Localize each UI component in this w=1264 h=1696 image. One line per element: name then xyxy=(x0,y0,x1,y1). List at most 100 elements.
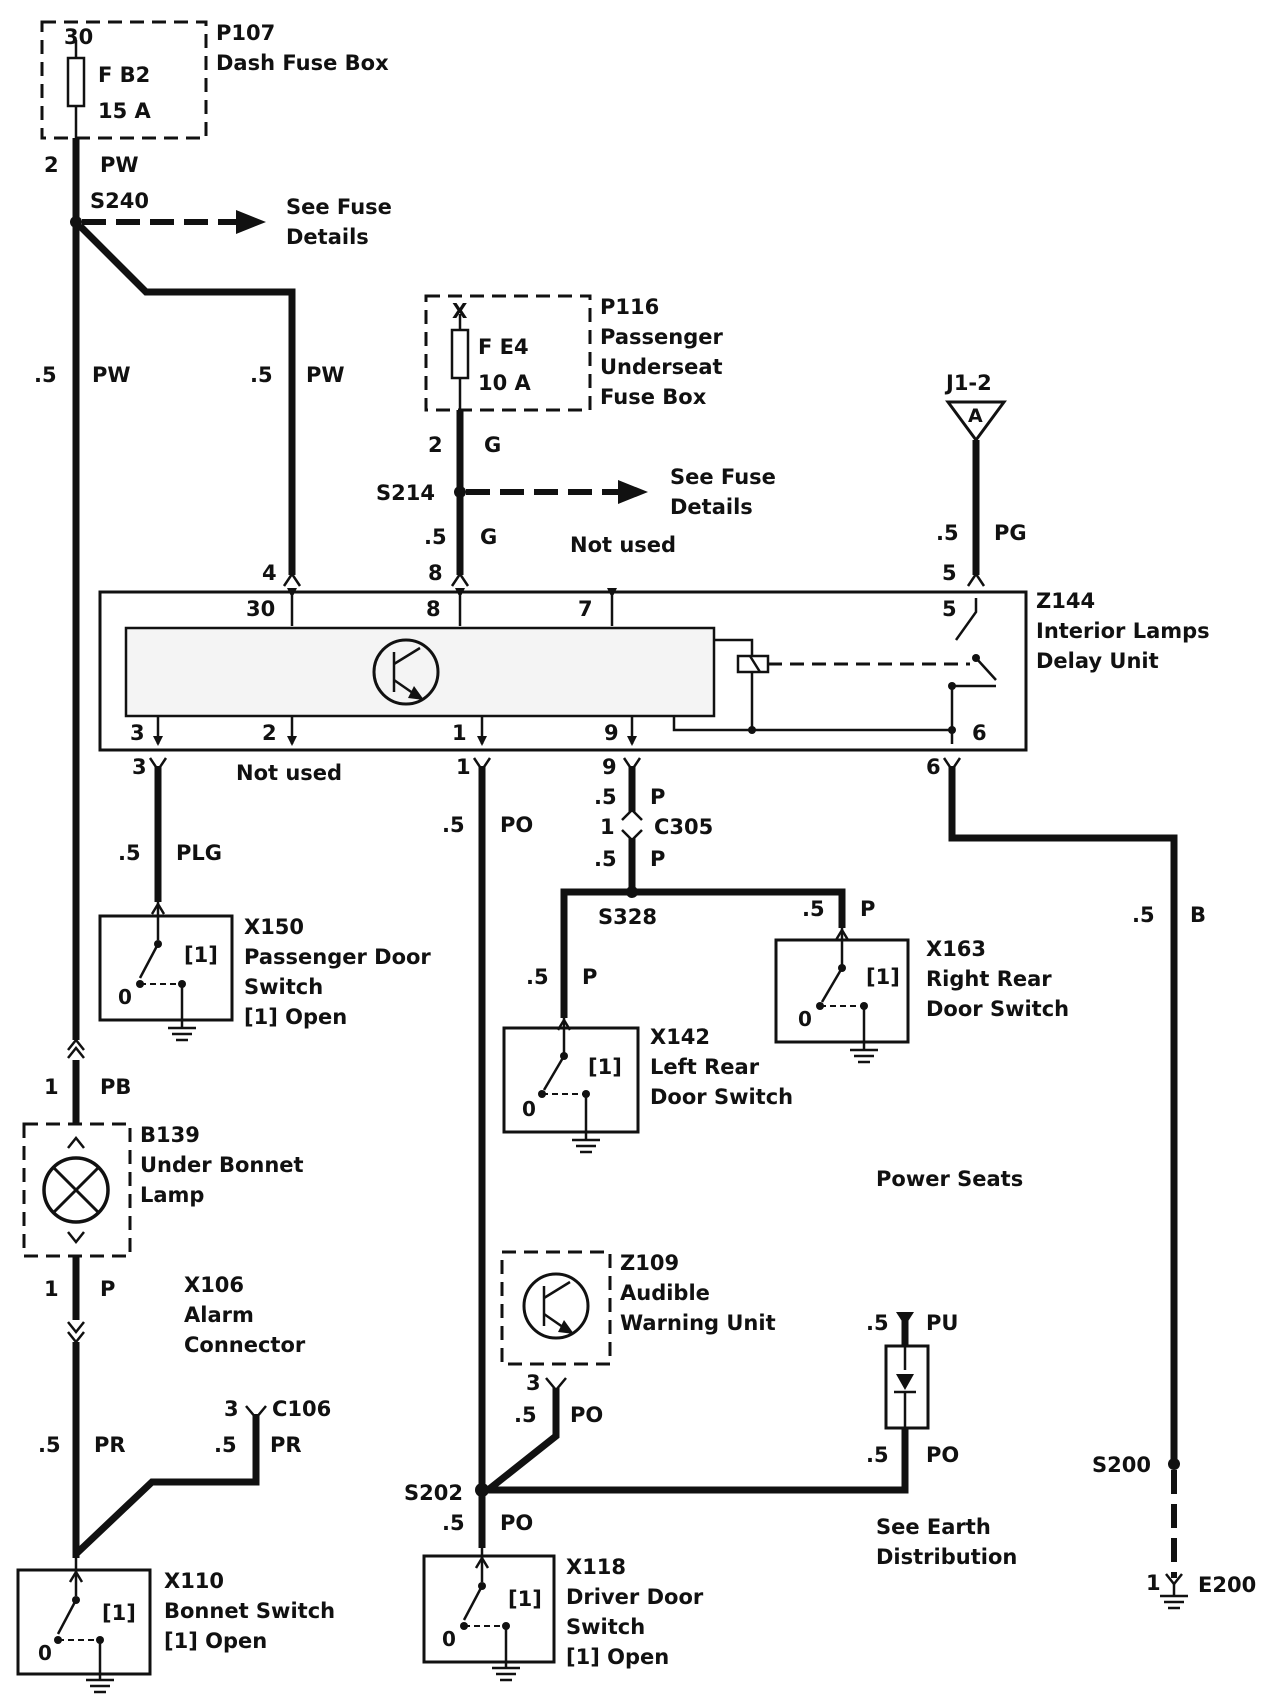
z144-pin-6: 6 xyxy=(972,721,987,745)
c305-id: C305 xyxy=(654,815,713,839)
diode-icon xyxy=(896,1374,914,1390)
z109-line1: Audible xyxy=(620,1281,710,1305)
p116-fuse-label: F E4 xyxy=(478,335,529,359)
not-used-bottom: Not used xyxy=(236,761,342,785)
z109-color: PO xyxy=(570,1403,603,1427)
z144-id: Z144 xyxy=(1036,589,1095,613)
s240-id: S240 xyxy=(90,189,149,213)
p107-id: P107 xyxy=(216,21,275,45)
s202-id: S202 xyxy=(404,1481,463,1505)
j12-gauge: .5 xyxy=(936,521,959,545)
j12-letter: A xyxy=(968,405,983,427)
s328-id: S328 xyxy=(598,905,657,929)
ground-icon xyxy=(492,1660,520,1682)
x142-zero: 0 xyxy=(522,1097,536,1121)
wire-left-color: PW xyxy=(92,363,131,387)
wire-mid-color: PW xyxy=(306,363,345,387)
z109-pin: 3 xyxy=(526,1371,541,1395)
s214-id: S214 xyxy=(376,481,435,505)
x118-line1: Driver Door xyxy=(566,1585,704,1609)
wire-left-gauge: .5 xyxy=(34,363,57,387)
s214-color: G xyxy=(484,433,501,457)
transistor-icon xyxy=(522,1272,590,1340)
z109-line2: Warning Unit xyxy=(620,1311,776,1335)
po-diode-color: PO xyxy=(926,1443,959,1467)
pu-color: PU xyxy=(926,1311,958,1335)
wire-p-left-gauge: .5 xyxy=(526,965,549,989)
wire-p-left-color: P xyxy=(582,965,597,989)
wire-p-right-gauge: .5 xyxy=(802,897,825,921)
wire-po-gauge: .5 xyxy=(442,813,465,837)
x163-line2: Door Switch xyxy=(926,997,1069,1021)
p116-pin: X xyxy=(452,299,468,323)
see-earth-line2: Distribution xyxy=(876,1545,1017,1569)
p116-fuse-box: X F E4 10 A P116 Passenger Underseat Fus… xyxy=(424,294,723,412)
pb-color: PB xyxy=(100,1075,131,1099)
x142-tag: [1] xyxy=(588,1055,622,1079)
j1-2-connector: J1-2 A .5 PG xyxy=(936,371,1027,575)
fuse-fb2-icon xyxy=(66,56,86,108)
wire-po-z109 xyxy=(485,1388,560,1493)
wire-p-right-color: P xyxy=(860,897,875,921)
x163-tag: [1] xyxy=(866,965,900,989)
x118-zero: 0 xyxy=(442,1627,456,1651)
z144-pin-9: 9 xyxy=(604,721,619,745)
z144-line1: Interior Lamps xyxy=(1036,619,1210,643)
c305-color2: P xyxy=(650,847,665,871)
c106-id: C106 xyxy=(272,1397,331,1421)
e200-pin: 1 xyxy=(1146,1571,1161,1595)
wire-pw-mid xyxy=(77,223,296,575)
z144-pin-1: 1 xyxy=(452,721,467,745)
not-used-top: Not used xyxy=(570,533,676,557)
c305-gauge2: .5 xyxy=(594,847,617,871)
x150-passenger-door-switch: 0 [1] X150 Passenger Door Switch [1] Ope… xyxy=(98,901,431,1042)
p116-line1: Passenger xyxy=(600,325,723,349)
wire-mid-gauge: .5 xyxy=(250,363,273,387)
x118-line3: [1] Open xyxy=(566,1645,669,1669)
p107-pin: 30 xyxy=(64,25,93,49)
x142-id: X142 xyxy=(650,1025,710,1049)
x163-line1: Right Rear xyxy=(926,967,1052,991)
x150-line2: Switch xyxy=(244,975,323,999)
s202-gauge: .5 xyxy=(442,1511,465,1535)
x110-line1: Bonnet Switch xyxy=(164,1599,335,1623)
b139-line1: Under Bonnet xyxy=(140,1153,304,1177)
lamp-icon xyxy=(42,1156,110,1224)
x110-line2: [1] Open xyxy=(164,1629,267,1653)
x106-id: X106 xyxy=(184,1273,244,1297)
p107-fuse-label: F B2 xyxy=(98,63,150,87)
diode-box xyxy=(884,1344,930,1430)
x163-zero: 0 xyxy=(798,1007,812,1031)
p-lamp-color: P xyxy=(100,1277,115,1301)
b139-under-bonnet-lamp: B139 Under Bonnet Lamp xyxy=(22,1122,304,1258)
ground-icon xyxy=(168,1018,196,1042)
p116-id: P116 xyxy=(600,295,659,319)
wire-plg-gauge: .5 xyxy=(118,841,141,865)
c305-pin: 1 xyxy=(600,815,615,839)
x110-tag: [1] xyxy=(102,1601,136,1625)
wire-b-color: B xyxy=(1190,903,1206,927)
ground-icon xyxy=(850,1040,878,1064)
x142-line2: Door Switch xyxy=(650,1085,793,1109)
c106-connector-icon xyxy=(245,1405,267,1420)
z144-pin-8: 8 xyxy=(426,597,441,621)
c106-gauge: .5 xyxy=(214,1433,237,1457)
x150-id: X150 xyxy=(244,915,304,939)
z144-outer-pin-9: 9 xyxy=(602,755,617,779)
x142-left-rear-door-switch: 0 [1] X142 Left Rear Door Switch xyxy=(502,1017,793,1154)
s214-splice xyxy=(454,486,466,498)
transistor-icon xyxy=(372,638,440,706)
wire-end-arrow-icon xyxy=(896,1312,914,1326)
z144-outer-pin-4: 4 xyxy=(262,561,277,585)
c305-color1: P xyxy=(650,785,665,809)
z109-gauge: .5 xyxy=(514,1403,537,1427)
s240-see-line1: See Fuse xyxy=(286,195,392,219)
x106-line2: Connector xyxy=(184,1333,306,1357)
s240-pin: 2 xyxy=(44,153,59,177)
j12-color: PG xyxy=(994,521,1027,545)
x150-line1: Passenger Door xyxy=(244,945,431,969)
x142-line1: Left Rear xyxy=(650,1055,760,1079)
x110-zero: 0 xyxy=(38,1641,52,1665)
p107-fuse-box: 30 F B2 15 A P107 Dash Fuse Box xyxy=(40,20,389,140)
arrow-icon xyxy=(618,480,648,504)
